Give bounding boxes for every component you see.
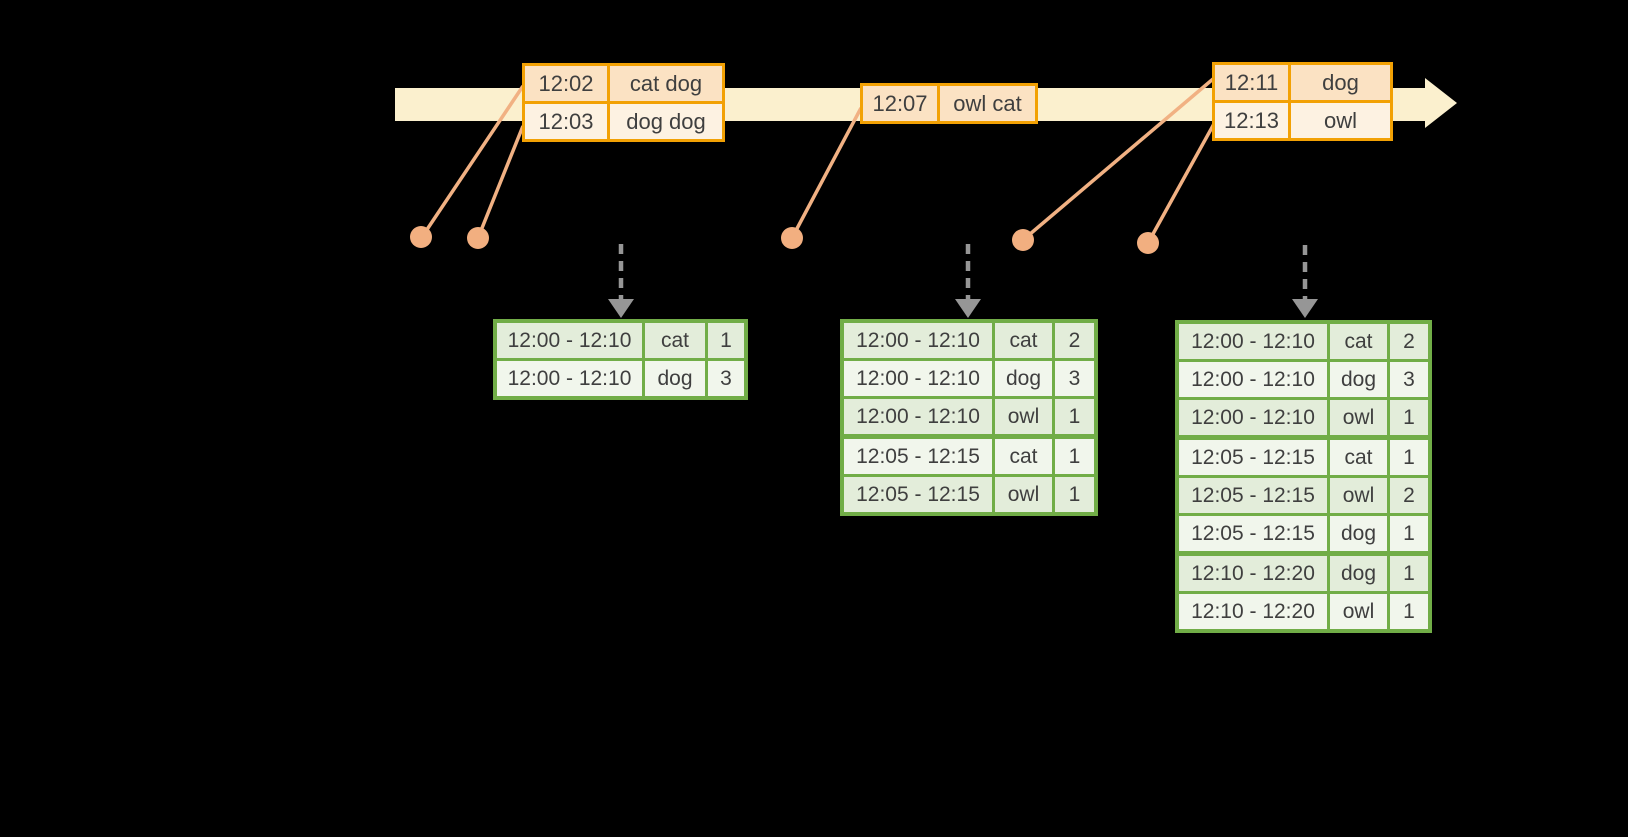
result-table-1: 12:00 - 12:10 cat 1 12:00 - 12:10 dog 3 [493, 319, 748, 400]
word-cell: owl [1330, 478, 1387, 513]
window-cell: 12:00 - 12:10 [497, 361, 642, 396]
event-dot [1137, 232, 1159, 254]
count-cell: 3 [708, 361, 744, 396]
word-cell: dog [995, 361, 1052, 396]
input-row: 12:02 cat dog [525, 66, 722, 101]
event-dot [1012, 229, 1034, 251]
word-cell: cat [1330, 324, 1387, 359]
event-dot [467, 227, 489, 249]
window-cell: 12:05 - 12:15 [1179, 478, 1327, 513]
word-cell: cat [1330, 440, 1387, 475]
event-connector-line [1021, 77, 1215, 242]
result-row: 12:00 - 12:10 cat 1 [497, 323, 744, 358]
result-row: 12:05 - 12:15 owl 1 [844, 477, 1094, 512]
word-cell: cat [645, 323, 705, 358]
word-cell: owl [1330, 400, 1387, 435]
window-cell: 12:00 - 12:10 [497, 323, 642, 358]
word-cell: dog [1330, 556, 1387, 591]
trigger-arrows [618, 244, 1308, 302]
word-cell: owl [995, 477, 1052, 512]
event-time-cell: 12:13 [1215, 103, 1288, 138]
input-batch-table-1: 12:02 cat dog 12:03 dog dog [522, 63, 725, 142]
event-dot [781, 227, 803, 249]
event-words-cell: dog [1291, 65, 1390, 100]
input-batch-table-3: 12:11 dog 12:13 owl [1212, 62, 1393, 141]
result-table-3: 12:00 - 12:10 cat 2 12:00 - 12:10 dog 3 … [1175, 320, 1432, 633]
result-row: 12:00 - 12:10 cat 2 [844, 323, 1094, 358]
result-row: 12:00 - 12:10 owl 1 [1179, 400, 1428, 435]
event-connector-line [476, 125, 525, 239]
window-cell: 12:00 - 12:10 [844, 323, 992, 358]
window-cell: 12:05 - 12:15 [1179, 516, 1327, 551]
count-cell: 1 [1055, 399, 1094, 434]
count-cell: 2 [1390, 478, 1428, 513]
trigger-arrowheads [608, 299, 1318, 318]
count-cell: 1 [1390, 594, 1428, 629]
event-time-cell: 12:11 [1215, 65, 1288, 100]
window-cell: 12:00 - 12:10 [844, 361, 992, 396]
event-time-cell: 12:03 [525, 104, 607, 139]
word-cell: dog [1330, 516, 1387, 551]
input-row: 12:07 owl cat [863, 86, 1035, 121]
input-row: 12:13 owl [1215, 103, 1390, 138]
result-row: 12:05 - 12:15 dog 1 [1179, 516, 1428, 551]
result-row: 12:00 - 12:10 dog 3 [497, 361, 744, 396]
window-cell: 12:10 - 12:20 [1179, 556, 1327, 591]
window-cell: 12:10 - 12:20 [1179, 594, 1327, 629]
count-cell: 1 [1390, 516, 1428, 551]
result-row: 12:10 - 12:20 dog 1 [1179, 556, 1428, 591]
result-row: 12:05 - 12:15 owl 2 [1179, 478, 1428, 513]
event-connector-line [1146, 121, 1217, 244]
event-dots [410, 226, 1159, 254]
count-cell: 1 [708, 323, 744, 358]
count-cell: 3 [1390, 362, 1428, 397]
input-row: 12:03 dog dog [525, 104, 722, 139]
word-cell: dog [1330, 362, 1387, 397]
event-words-cell: cat dog [610, 66, 722, 101]
event-words-cell: owl cat [940, 86, 1035, 121]
result-row: 12:00 - 12:10 cat 2 [1179, 324, 1428, 359]
count-cell: 1 [1390, 440, 1428, 475]
count-cell: 1 [1055, 477, 1094, 512]
word-cell: dog [645, 361, 705, 396]
result-row: 12:10 - 12:20 owl 1 [1179, 594, 1428, 629]
event-time-cell: 12:02 [525, 66, 607, 101]
window-cell: 12:00 - 12:10 [1179, 324, 1327, 359]
count-cell: 2 [1055, 323, 1094, 358]
event-words-cell: dog dog [610, 104, 722, 139]
count-cell: 2 [1390, 324, 1428, 359]
window-cell: 12:05 - 12:15 [844, 477, 992, 512]
word-cell: owl [1330, 594, 1387, 629]
count-cell: 1 [1390, 556, 1428, 591]
event-dot [410, 226, 432, 248]
window-cell: 12:05 - 12:15 [844, 439, 992, 474]
event-words-cell: owl [1291, 103, 1390, 138]
window-cell: 12:00 - 12:10 [1179, 362, 1327, 397]
word-cell: cat [995, 323, 1052, 358]
result-table-2: 12:00 - 12:10 cat 2 12:00 - 12:10 dog 3 … [840, 319, 1098, 516]
window-cell: 12:05 - 12:15 [1179, 440, 1327, 475]
trigger-arrowhead [955, 299, 981, 318]
result-row: 12:00 - 12:10 dog 3 [1179, 362, 1428, 397]
event-connector-line [420, 85, 525, 238]
input-batch-table-2: 12:07 owl cat [860, 83, 1038, 124]
count-cell: 3 [1055, 361, 1094, 396]
result-row: 12:00 - 12:10 dog 3 [844, 361, 1094, 396]
count-cell: 1 [1390, 400, 1428, 435]
result-row: 12:05 - 12:15 cat 1 [1179, 440, 1428, 475]
word-cell: owl [995, 399, 1052, 434]
event-time-cell: 12:07 [863, 86, 937, 121]
word-cell: cat [995, 439, 1052, 474]
input-row: 12:11 dog [1215, 65, 1390, 100]
trigger-arrowhead [608, 299, 634, 318]
count-cell: 1 [1055, 439, 1094, 474]
window-cell: 12:00 - 12:10 [1179, 400, 1327, 435]
window-cell: 12:00 - 12:10 [844, 399, 992, 434]
event-connector-line [790, 107, 863, 239]
event-connector-lines [420, 77, 1217, 244]
result-row: 12:05 - 12:15 cat 1 [844, 439, 1094, 474]
trigger-arrowhead [1292, 299, 1318, 318]
result-row: 12:00 - 12:10 owl 1 [844, 399, 1094, 434]
